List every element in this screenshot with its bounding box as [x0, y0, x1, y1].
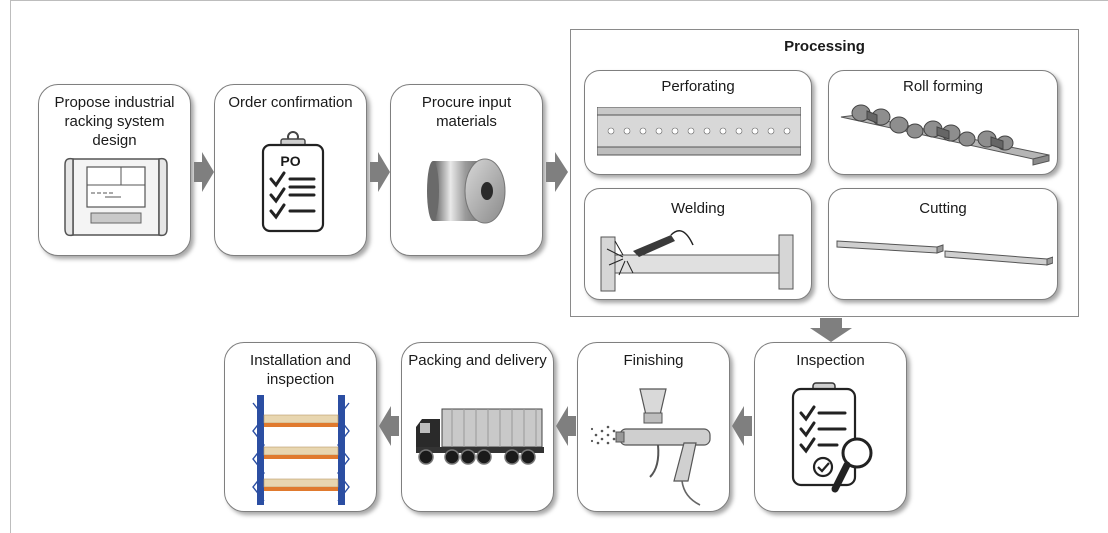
- process-label: Roll forming: [902, 78, 984, 95]
- steel-coil-icon: [427, 158, 506, 224]
- perforated-strip-icon: [597, 107, 801, 156]
- process-label: Perforating: [661, 78, 735, 95]
- step-installation-inspection: Installation and inspection: [224, 342, 377, 512]
- arrow-left-2: [556, 406, 576, 446]
- arrow-down: [810, 318, 852, 342]
- frame-top-line: [10, 0, 1108, 1]
- cut-channel-icon: [836, 240, 1053, 266]
- arrow-right-1: [194, 152, 214, 192]
- process-welding: Welding: [584, 188, 812, 300]
- welding-torch-icon: [600, 230, 794, 292]
- blueprint-icon: [64, 157, 168, 237]
- step-label: Inspection: [796, 352, 865, 369]
- step-label: Packing and delivery: [408, 352, 547, 369]
- process-label: Cutting: [919, 200, 967, 217]
- frame-left-line: [10, 0, 11, 533]
- spray-gun-icon: [590, 388, 711, 506]
- step-finishing: Finishing: [577, 342, 730, 512]
- process-roll-forming: Roll forming: [828, 70, 1058, 175]
- process-cutting: Cutting: [828, 188, 1058, 300]
- arrow-right-3: [546, 152, 568, 192]
- roll-former-icon: [840, 104, 1050, 166]
- inspection-clipboard-icon: [791, 382, 873, 493]
- delivery-truck-icon: [416, 408, 544, 465]
- step-order-confirmation: Order confirmation PO: [214, 84, 367, 256]
- step-label: Procure input materials: [421, 94, 512, 130]
- process-perforating: Perforating: [584, 70, 812, 175]
- step-propose-design: Propose industrial racking system design: [38, 84, 191, 256]
- processing-title: Processing: [784, 38, 865, 55]
- step-label: Installation and inspection: [250, 352, 351, 388]
- step-packing-delivery: Packing and delivery: [401, 342, 554, 512]
- storage-rack-icon: [252, 395, 350, 505]
- arrow-right-2: [370, 152, 390, 192]
- arrow-left-1: [732, 406, 752, 446]
- step-inspection: Inspection: [754, 342, 907, 512]
- purchase-order-clipboard-icon: [261, 131, 325, 233]
- processing-group: Processing Perforating Roll forming: [570, 29, 1079, 317]
- step-label: Propose industrial racking system design: [54, 94, 175, 149]
- process-label: Welding: [671, 200, 725, 217]
- po-label: PO: [280, 153, 301, 169]
- step-procure-materials: Procure input materials: [390, 84, 543, 256]
- step-label: Order confirmation: [228, 94, 353, 111]
- arrow-left-3: [379, 406, 399, 446]
- step-label: Finishing: [623, 352, 684, 369]
